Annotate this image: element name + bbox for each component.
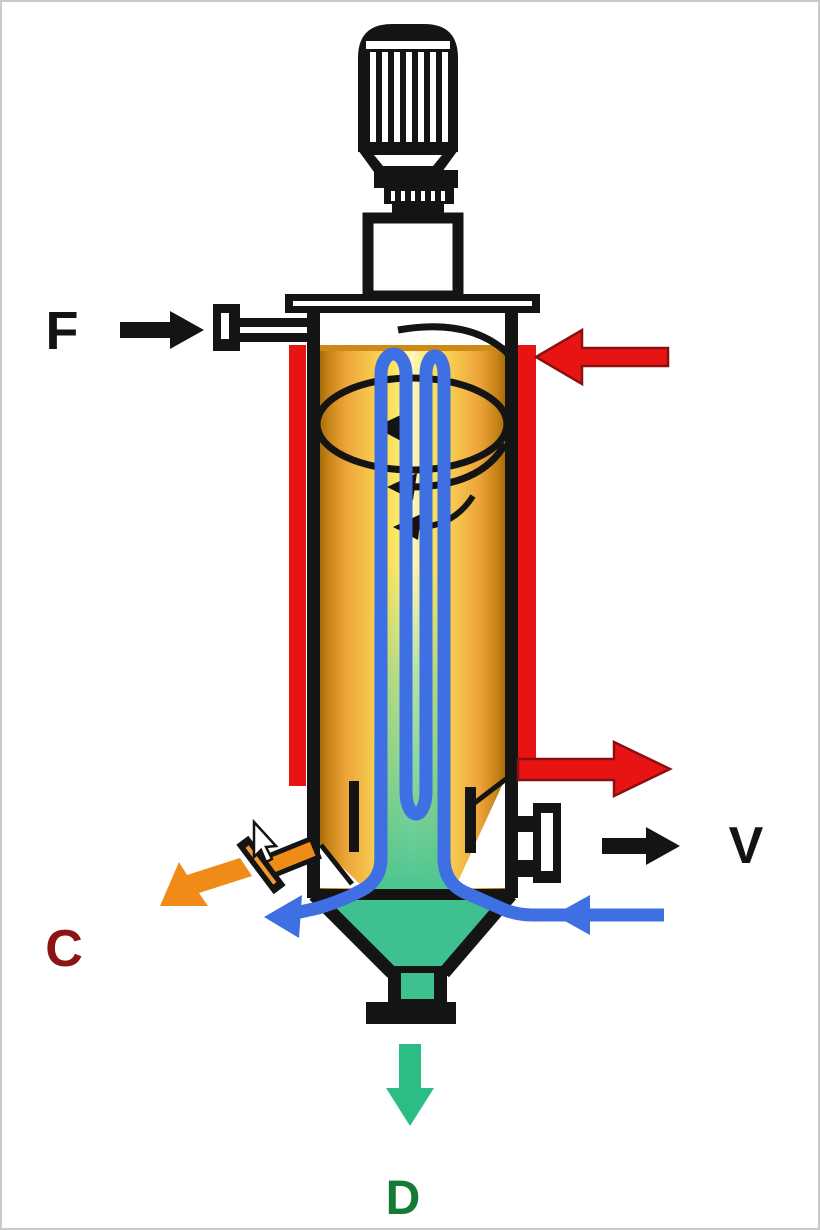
baffle-left (349, 781, 359, 852)
vapor-arrow (602, 827, 680, 865)
liquid-cut-right (455, 779, 505, 888)
condensate-arrow (160, 858, 252, 906)
motor-fins (370, 52, 448, 142)
heating-outlet-arrow (516, 740, 673, 798)
vessel-lid (285, 294, 540, 313)
heating-jacket-right (518, 345, 536, 779)
feed-arrow (120, 311, 204, 349)
heating-jacket-left (289, 345, 306, 786)
agitator-motor-icon (358, 24, 464, 302)
liquid-edge-line-left (319, 843, 354, 886)
feed-nozzle-icon (213, 304, 316, 351)
condensate-label: C (45, 920, 83, 978)
vapor-label: V (729, 817, 764, 875)
bottom-outlet-valve-icon (366, 966, 456, 1024)
baffle-right (465, 787, 476, 853)
cone-bottoms-fill (320, 898, 505, 972)
liquid-surface (320, 345, 505, 351)
discharge-arrow (386, 1044, 434, 1126)
feed-label: F (46, 301, 79, 361)
vessel-bottom-line (311, 889, 515, 900)
vessel-wall-right (505, 312, 518, 898)
coolant-outlet-arrow (264, 895, 302, 938)
shaft-stand (362, 212, 464, 302)
mouse-cursor-icon (252, 818, 279, 864)
coolant-inlet-arrow (554, 895, 590, 935)
heating-inlet-arrow (533, 327, 670, 387)
cooling-coil (280, 347, 664, 923)
discharge-label: D (386, 1172, 421, 1225)
vessel-wall-left (307, 312, 320, 898)
vapor-nozzle-icon (517, 803, 561, 883)
motor-coupling-icon (384, 188, 454, 216)
condensate-drain-icon (236, 835, 323, 895)
